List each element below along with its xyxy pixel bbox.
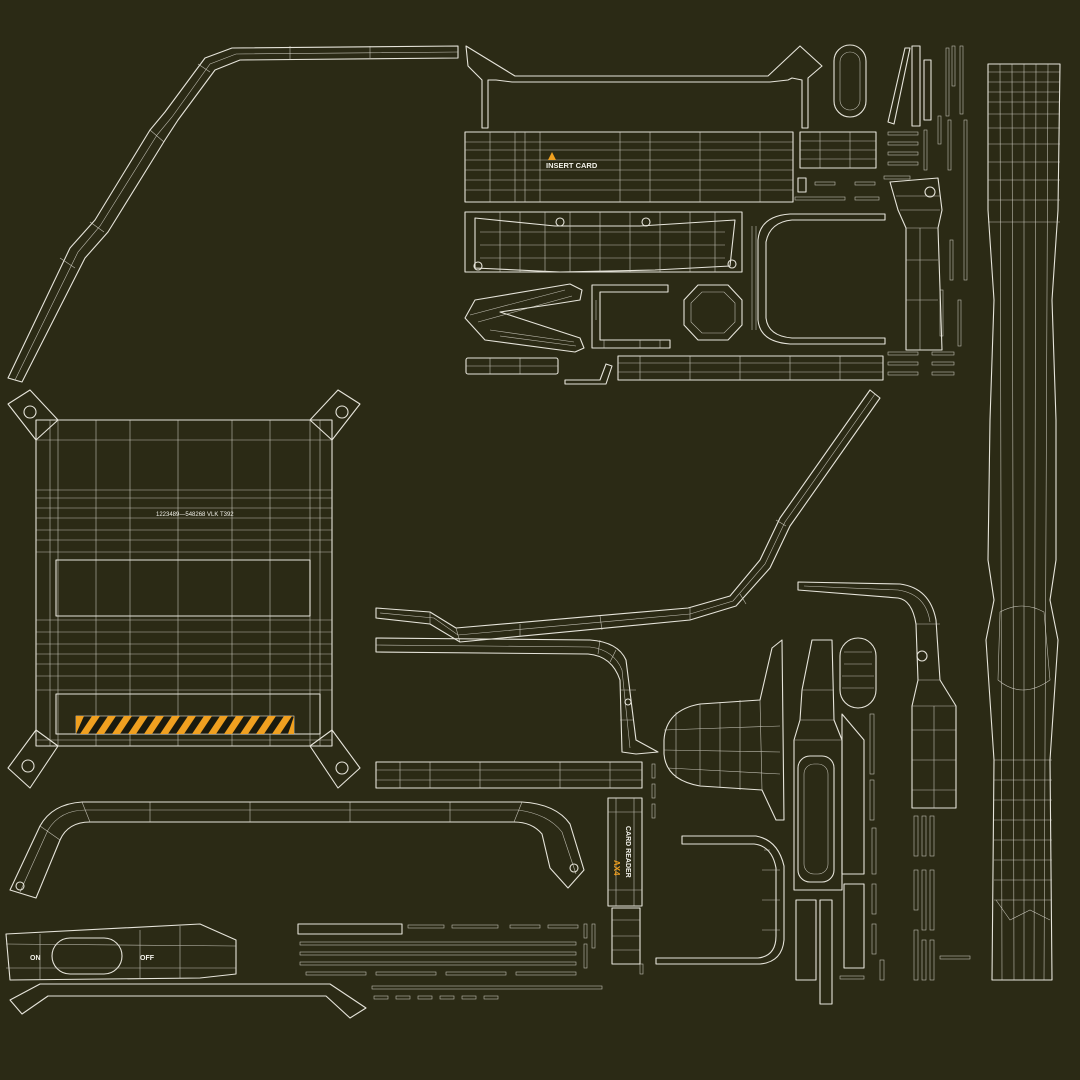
uv-pivot-arm-lower xyxy=(797,581,957,809)
uv-strip-row-bottom xyxy=(297,923,603,1000)
uv-v-clamp xyxy=(464,283,585,353)
screw-icon xyxy=(727,259,737,269)
screw-icon xyxy=(555,217,565,227)
uv-card-reader-panel: CARD READER AX4 xyxy=(607,797,643,965)
hazard-stripe xyxy=(75,715,295,735)
corner-bracket-top-left xyxy=(7,389,59,441)
screw-icon xyxy=(335,761,349,775)
screw-icon xyxy=(641,217,651,227)
uv-oval-rods-top xyxy=(833,44,968,347)
uv-strip-row-upper xyxy=(465,355,884,385)
uv-on-off-plate: ON OFF xyxy=(5,923,367,1019)
uv-rounded-enclosure xyxy=(751,213,886,345)
uv-curved-handle-center xyxy=(375,637,659,755)
warning-triangle-icon xyxy=(548,152,556,160)
off-label: OFF xyxy=(140,955,155,962)
uv-arm-strip-top-left xyxy=(7,45,459,383)
screw-icon xyxy=(916,650,928,662)
hazard-stripe-segment xyxy=(192,716,212,734)
uv-flared-cone xyxy=(663,639,785,821)
uv-top-bracket xyxy=(465,45,823,129)
hazard-stripe-segment xyxy=(256,716,276,734)
insert-card-label: INSERT CARD xyxy=(546,161,598,170)
hazard-stripe-segment xyxy=(224,716,244,734)
screw-icon xyxy=(15,881,25,891)
card-slot xyxy=(803,763,829,875)
hazard-stripe-segment xyxy=(272,716,292,734)
corner-bracket-top-right xyxy=(309,389,361,441)
hazard-stripe-segment xyxy=(96,716,116,734)
hazard-stripe-segment xyxy=(76,716,84,734)
hazard-stripe-segment xyxy=(144,716,164,734)
hazard-stripe-segment xyxy=(208,716,228,734)
hazard-stripe-segment xyxy=(176,716,196,734)
serial-code-label: 1223489—548268 VLK T392 xyxy=(156,512,234,518)
hazard-stripe-segment xyxy=(80,716,100,734)
corner-bracket-bottom-right xyxy=(309,729,361,789)
uv-insert-card-panel: INSERT CARD xyxy=(464,131,794,203)
card-reader-label: CARD READER xyxy=(624,826,631,878)
hazard-stripe-segment xyxy=(112,716,132,734)
hazard-stripe-segment xyxy=(240,716,260,734)
uv-middle-bar xyxy=(375,761,656,819)
model-code-label: AX4 xyxy=(612,860,621,876)
uv-handle-bottom-left xyxy=(9,801,585,899)
on-label: ON xyxy=(30,955,41,962)
hazard-stripe-segment xyxy=(160,716,180,734)
uv-main-door-panel: 1223489—548268 VLK T392 xyxy=(7,389,361,789)
uv-small-rail-bracket xyxy=(591,284,671,349)
hazard-stripe-segment xyxy=(288,716,294,734)
uv-tall-pillar xyxy=(985,63,1061,981)
screw-icon xyxy=(569,863,579,873)
screw-icon xyxy=(473,261,483,271)
uv-card-slot-module xyxy=(793,637,877,891)
uv-bolted-panel xyxy=(464,211,743,273)
switch-slot xyxy=(51,937,123,975)
screw-icon xyxy=(21,759,35,773)
uv-diagonal-strip-center xyxy=(375,389,881,643)
screw-icon xyxy=(624,698,632,706)
corner-bracket-bottom-left xyxy=(7,729,59,789)
screw-icon xyxy=(335,405,349,419)
uv-small-rods-bottom xyxy=(639,815,971,1005)
uv-small-bars-cluster xyxy=(794,131,955,376)
uv-rounded-housing-lower xyxy=(655,835,785,965)
uv-octagon-nut xyxy=(683,284,743,341)
hazard-stripe-segment xyxy=(128,716,148,734)
screw-icon xyxy=(23,405,37,419)
screw-icon xyxy=(924,186,936,198)
uv-pivot-bracket-upper xyxy=(889,177,943,351)
